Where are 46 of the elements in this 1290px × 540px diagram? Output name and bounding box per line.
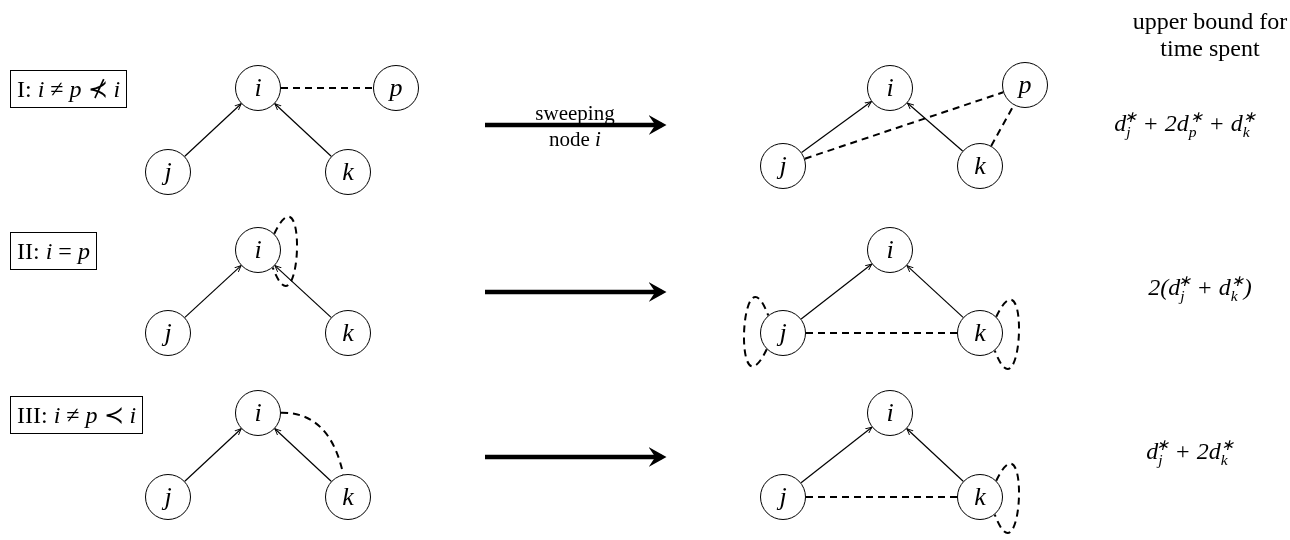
dashed-connector: [803, 91, 1005, 160]
column-heading: upper bound for time spent: [1131, 8, 1289, 62]
dashed-connector: [743, 296, 770, 368]
arrow: [906, 428, 964, 482]
graph-node-circle: p: [373, 65, 419, 111]
graph-node-circle: j: [145, 310, 191, 356]
graph-node-circle: i: [867, 390, 913, 436]
graph-node-circle: i: [867, 227, 913, 273]
arrow: [274, 103, 332, 157]
dashed-connector: [993, 298, 1020, 370]
dashed-connector: [271, 215, 298, 287]
graph-node-circle: k: [325, 310, 371, 356]
graph-node-circle: k: [325, 149, 371, 195]
arrow: [274, 265, 332, 318]
graph-node-circle: i: [235, 65, 281, 111]
graph-node-circle: j: [145, 474, 191, 520]
arrow: [800, 426, 873, 484]
dashed-connector: [280, 87, 374, 89]
dashed-connector: [805, 332, 958, 334]
graph-node-circle: k: [957, 474, 1003, 520]
graph-node-circle: j: [145, 149, 191, 195]
arrow: [184, 265, 242, 318]
graph-node-circle: j: [760, 474, 806, 520]
case-label-box: I: i ≠ p ⊀ i: [10, 70, 128, 108]
arrow: [184, 428, 242, 482]
graph-node-circle: k: [957, 143, 1003, 189]
arrow: [801, 100, 872, 154]
dashed-connector: [993, 462, 1020, 534]
graph-node-circle: i: [235, 227, 281, 273]
graph-node-circle: k: [957, 310, 1003, 356]
case-label-box: III: i ≠ p ≺ i: [10, 396, 144, 434]
graph-node-circle: j: [760, 143, 806, 189]
graph-node-circle: i: [235, 390, 281, 436]
dashed-connector: [805, 496, 958, 498]
graph-node-circle: i: [867, 65, 913, 111]
arrow-label: sweeping node i: [534, 100, 616, 152]
arrow: [274, 428, 332, 482]
arrow: [906, 265, 964, 318]
arrow: [184, 103, 242, 157]
graph-node-circle: p: [1002, 62, 1048, 108]
case-label-box: II: i = p: [10, 232, 97, 270]
arrow: [906, 102, 964, 152]
graph-node-circle: j: [760, 310, 806, 356]
graph-node-circle: k: [325, 474, 371, 520]
arrow: [800, 263, 873, 320]
time-bound-formula: 2(d$_{j}$$^{∗}$ + d$_{k}$$^{∗}$): [1147, 272, 1253, 306]
